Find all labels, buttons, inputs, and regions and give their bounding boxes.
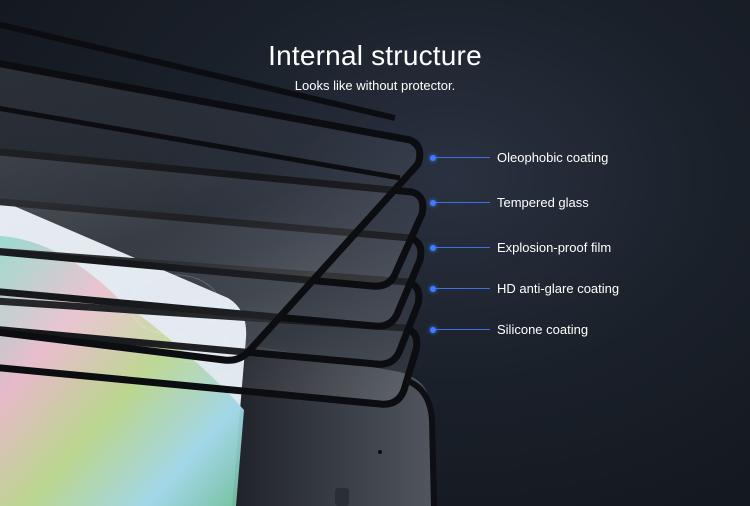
page-title: Internal structure [268,40,482,71]
callout-line [436,157,490,158]
callout-line [436,202,490,203]
callout-dot [430,200,436,206]
callout-silicone: Silicone coating [430,322,730,338]
callout-anti-glare: HD anti-glare coating [430,281,730,297]
callout-dot [430,155,436,161]
phone-edge [403,377,437,506]
callout-line [436,288,490,289]
callout-explosion-proof: Explosion-proof film [430,240,730,256]
layer-edge [0,105,401,181]
phone-port [378,450,382,454]
phone-port [335,488,349,506]
callout-dot [430,286,436,292]
callout-label: Oleophobic coating [497,150,609,165]
callout-label: Tempered glass [497,195,589,210]
callout-label: Explosion-proof film [497,240,612,255]
layer-oleophobic-inner [0,21,396,121]
callout-tempered-glass: Tempered glass [430,195,730,211]
callout-line [436,247,490,248]
callout-label: Silicone coating [497,322,589,337]
callout-label: HD anti-glare coating [497,281,620,296]
page-subtitle: Looks like without protector. [294,78,456,93]
layer-oleophobic [0,60,424,364]
callout-dot [430,327,436,333]
callout-line [436,329,490,330]
callout-oleophobic: Oleophobic coating [430,150,730,166]
callout-dot [430,245,436,251]
